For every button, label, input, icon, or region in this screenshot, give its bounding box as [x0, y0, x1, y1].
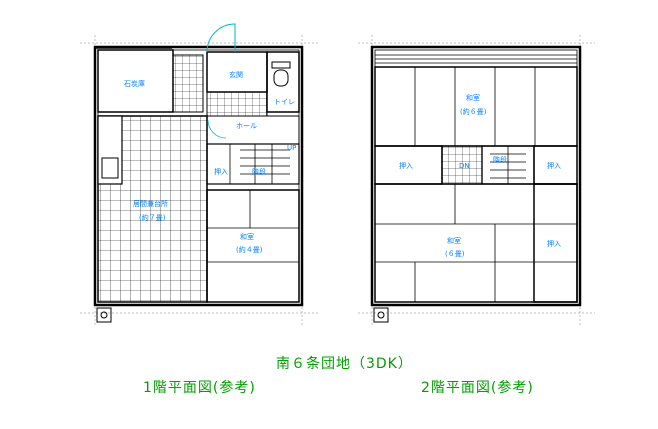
closet-tiled — [172, 54, 204, 113]
floor1-plan — [80, 23, 318, 325]
floor2-stairs — [481, 145, 535, 185]
label-washitsu-top: 和室 — [466, 93, 480, 102]
label-dn: DN — [459, 162, 470, 170]
floor2-plan — [358, 35, 595, 325]
label-washitsu-f1: 和室 — [240, 232, 254, 241]
hall-door-swing — [207, 119, 227, 139]
label-washitsu-bottom-size: (６畳) — [445, 250, 465, 258]
label-oshiire-right: 押入 — [547, 161, 561, 170]
label-washitsu-f1-size: (約４畳) — [236, 245, 263, 254]
label-up: UP — [287, 144, 296, 152]
room-toilet — [266, 51, 300, 113]
room-hall — [206, 115, 300, 145]
label-ldk: 居間兼台所 — [133, 199, 168, 208]
room-washitsu-top — [374, 66, 578, 147]
closet-bottom — [533, 183, 578, 303]
label-ldk-size: (約７畳) — [139, 213, 166, 222]
label-oshiire-left: 押入 — [399, 161, 413, 170]
entrance-door-swing — [206, 23, 236, 53]
plan-title: 南６条団地（3DK） — [276, 356, 413, 372]
label-hall: ホール — [236, 122, 257, 130]
floor1-caption: 1階平面図(参考) — [143, 380, 256, 396]
label-storage: 石炭庫 — [124, 79, 145, 88]
floor1-stairs — [206, 143, 300, 185]
label-washitsu-bottom: 和室 — [447, 236, 461, 245]
kitchen-sink — [101, 157, 119, 179]
label-stairs-f2: 階段 — [493, 155, 507, 164]
utility-box-f2 — [373, 307, 389, 323]
label-genkan: 玄関 — [229, 70, 243, 79]
label-oshiire-bottom: 押入 — [547, 239, 561, 248]
label-oshiire-f1: 押入 — [214, 167, 228, 176]
floor2-labels: 和室 (約６畳) 押入 DN 階段 押入 和室 (６畳) 押入 — [399, 93, 561, 258]
label-stairs-f1: 階段 — [252, 167, 266, 176]
floor1-labels: 石炭庫 玄関 トイレ ホール UP 押入 階段 居間兼台所 (約７畳) 和室 (… — [124, 70, 296, 254]
utility-box — [96, 307, 112, 323]
toilet-bowl — [273, 69, 289, 87]
floor2-caption: 2階平面図(参考) — [421, 380, 534, 396]
floor2-top-railing — [375, 54, 577, 68]
floor1-windows — [96, 47, 298, 306]
label-washitsu-top-size: (約６畳) — [460, 107, 487, 116]
room-washitsu-4 — [206, 189, 300, 303]
label-toilet: トイレ — [274, 98, 295, 106]
